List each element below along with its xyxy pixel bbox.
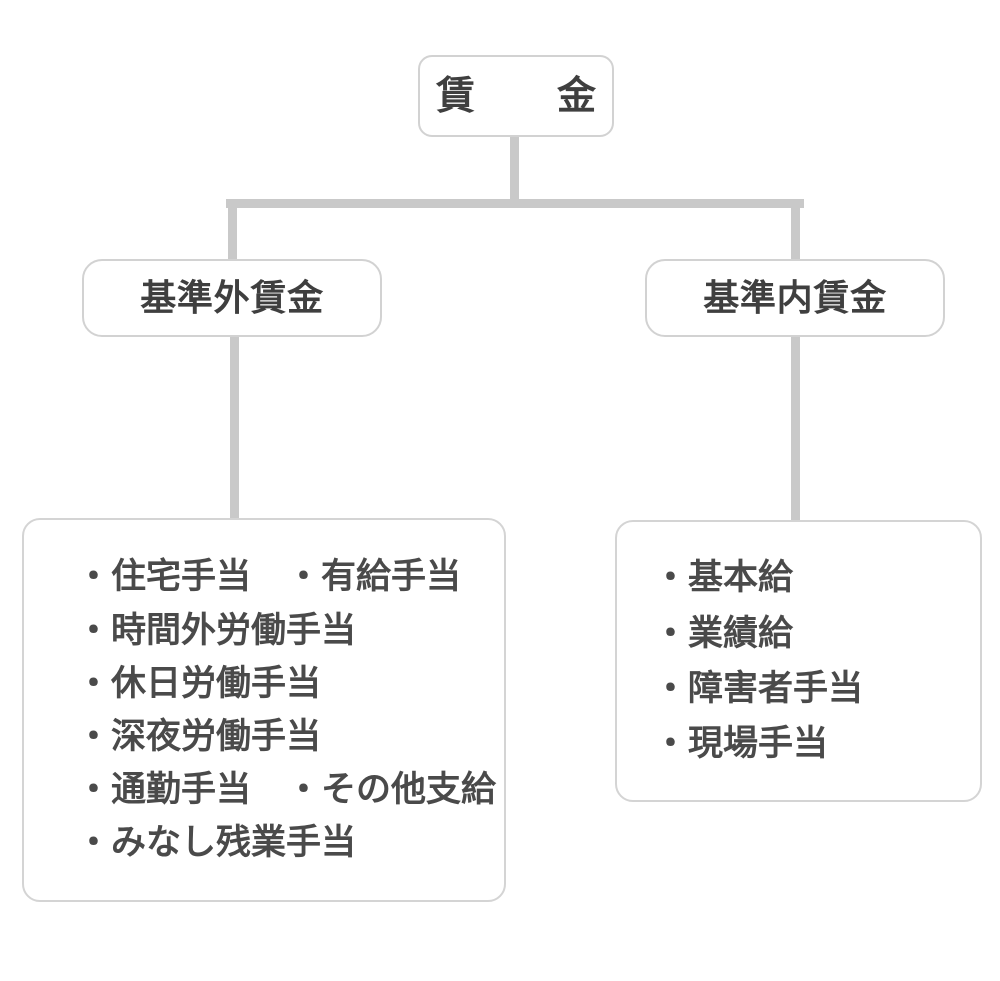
node-non-standard-wages[interactable]: 基準外賃金 xyxy=(82,259,382,337)
list-item: ・障害者手当 xyxy=(653,669,864,708)
node-wages-root-label: 賃 金 xyxy=(436,74,618,118)
connector-horizontal-bus xyxy=(226,199,804,208)
node-wages-root[interactable]: 賃 金 xyxy=(418,55,614,137)
list-item: ・通勤手当 ・その他支給 xyxy=(76,770,497,810)
list-item: ・休日労働手当 xyxy=(76,663,322,703)
list-item: ・現場手当 xyxy=(653,724,829,764)
connector-right-branch-to-list xyxy=(791,336,800,522)
list-item: ・基本給 xyxy=(653,558,794,598)
list-item: ・深夜労働手当 xyxy=(76,717,322,756)
connector-bus-to-left-branch xyxy=(228,199,237,261)
connector-bus-to-right-branch xyxy=(791,199,800,261)
node-standard-wages-label: 基準内賃金 xyxy=(703,277,887,318)
connector-left-branch-to-list xyxy=(230,336,239,520)
node-standard-wages[interactable]: 基準内賃金 xyxy=(645,259,945,337)
node-non-standard-wages-label: 基準外賃金 xyxy=(140,277,324,318)
list-item: ・時間外労働手当 xyxy=(76,610,357,650)
list-item: ・住宅手当 ・有給手当 xyxy=(76,557,462,597)
connector-root-down xyxy=(510,137,519,203)
list-item: ・業績給 xyxy=(653,613,794,653)
node-standard-items[interactable]: ・基本給 ・業績給 ・障害者手当 ・現場手当 xyxy=(615,520,982,802)
node-non-standard-items[interactable]: ・住宅手当 ・有給手当 ・時間外労働手当 ・休日労働手当 ・深夜労働手当 ・通勤… xyxy=(22,518,506,902)
list-item: ・みなし残業手当 xyxy=(76,823,357,863)
